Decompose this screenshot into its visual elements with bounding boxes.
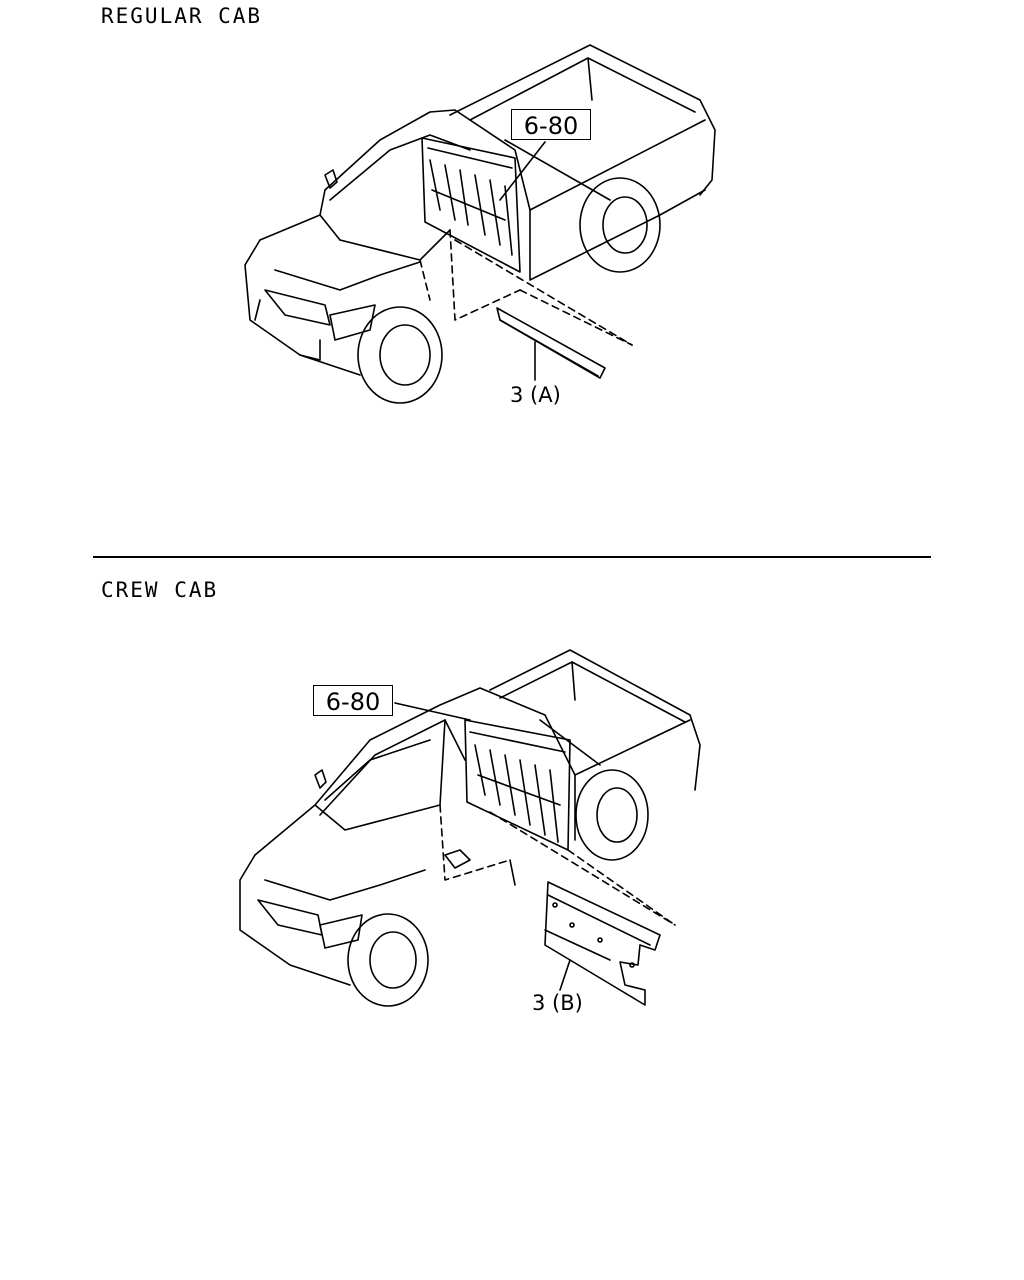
callout-3a: 3 (A) — [510, 383, 561, 407]
reference-box-6-80-crew-cab: 6-80 — [313, 685, 393, 716]
section-divider — [93, 556, 931, 558]
reference-box-label: 6-80 — [523, 112, 579, 140]
reference-box-6-80-regular-cab: 6-80 — [511, 109, 591, 140]
reference-box-label: 6-80 — [325, 688, 381, 716]
section-title-crew-cab: CREW CAB — [101, 578, 219, 602]
regular-cab-truck-illustration — [244, 44, 716, 404]
section-title-regular-cab: REGULAR CAB — [101, 4, 263, 28]
callout-3b: 3 (B) — [532, 991, 583, 1015]
